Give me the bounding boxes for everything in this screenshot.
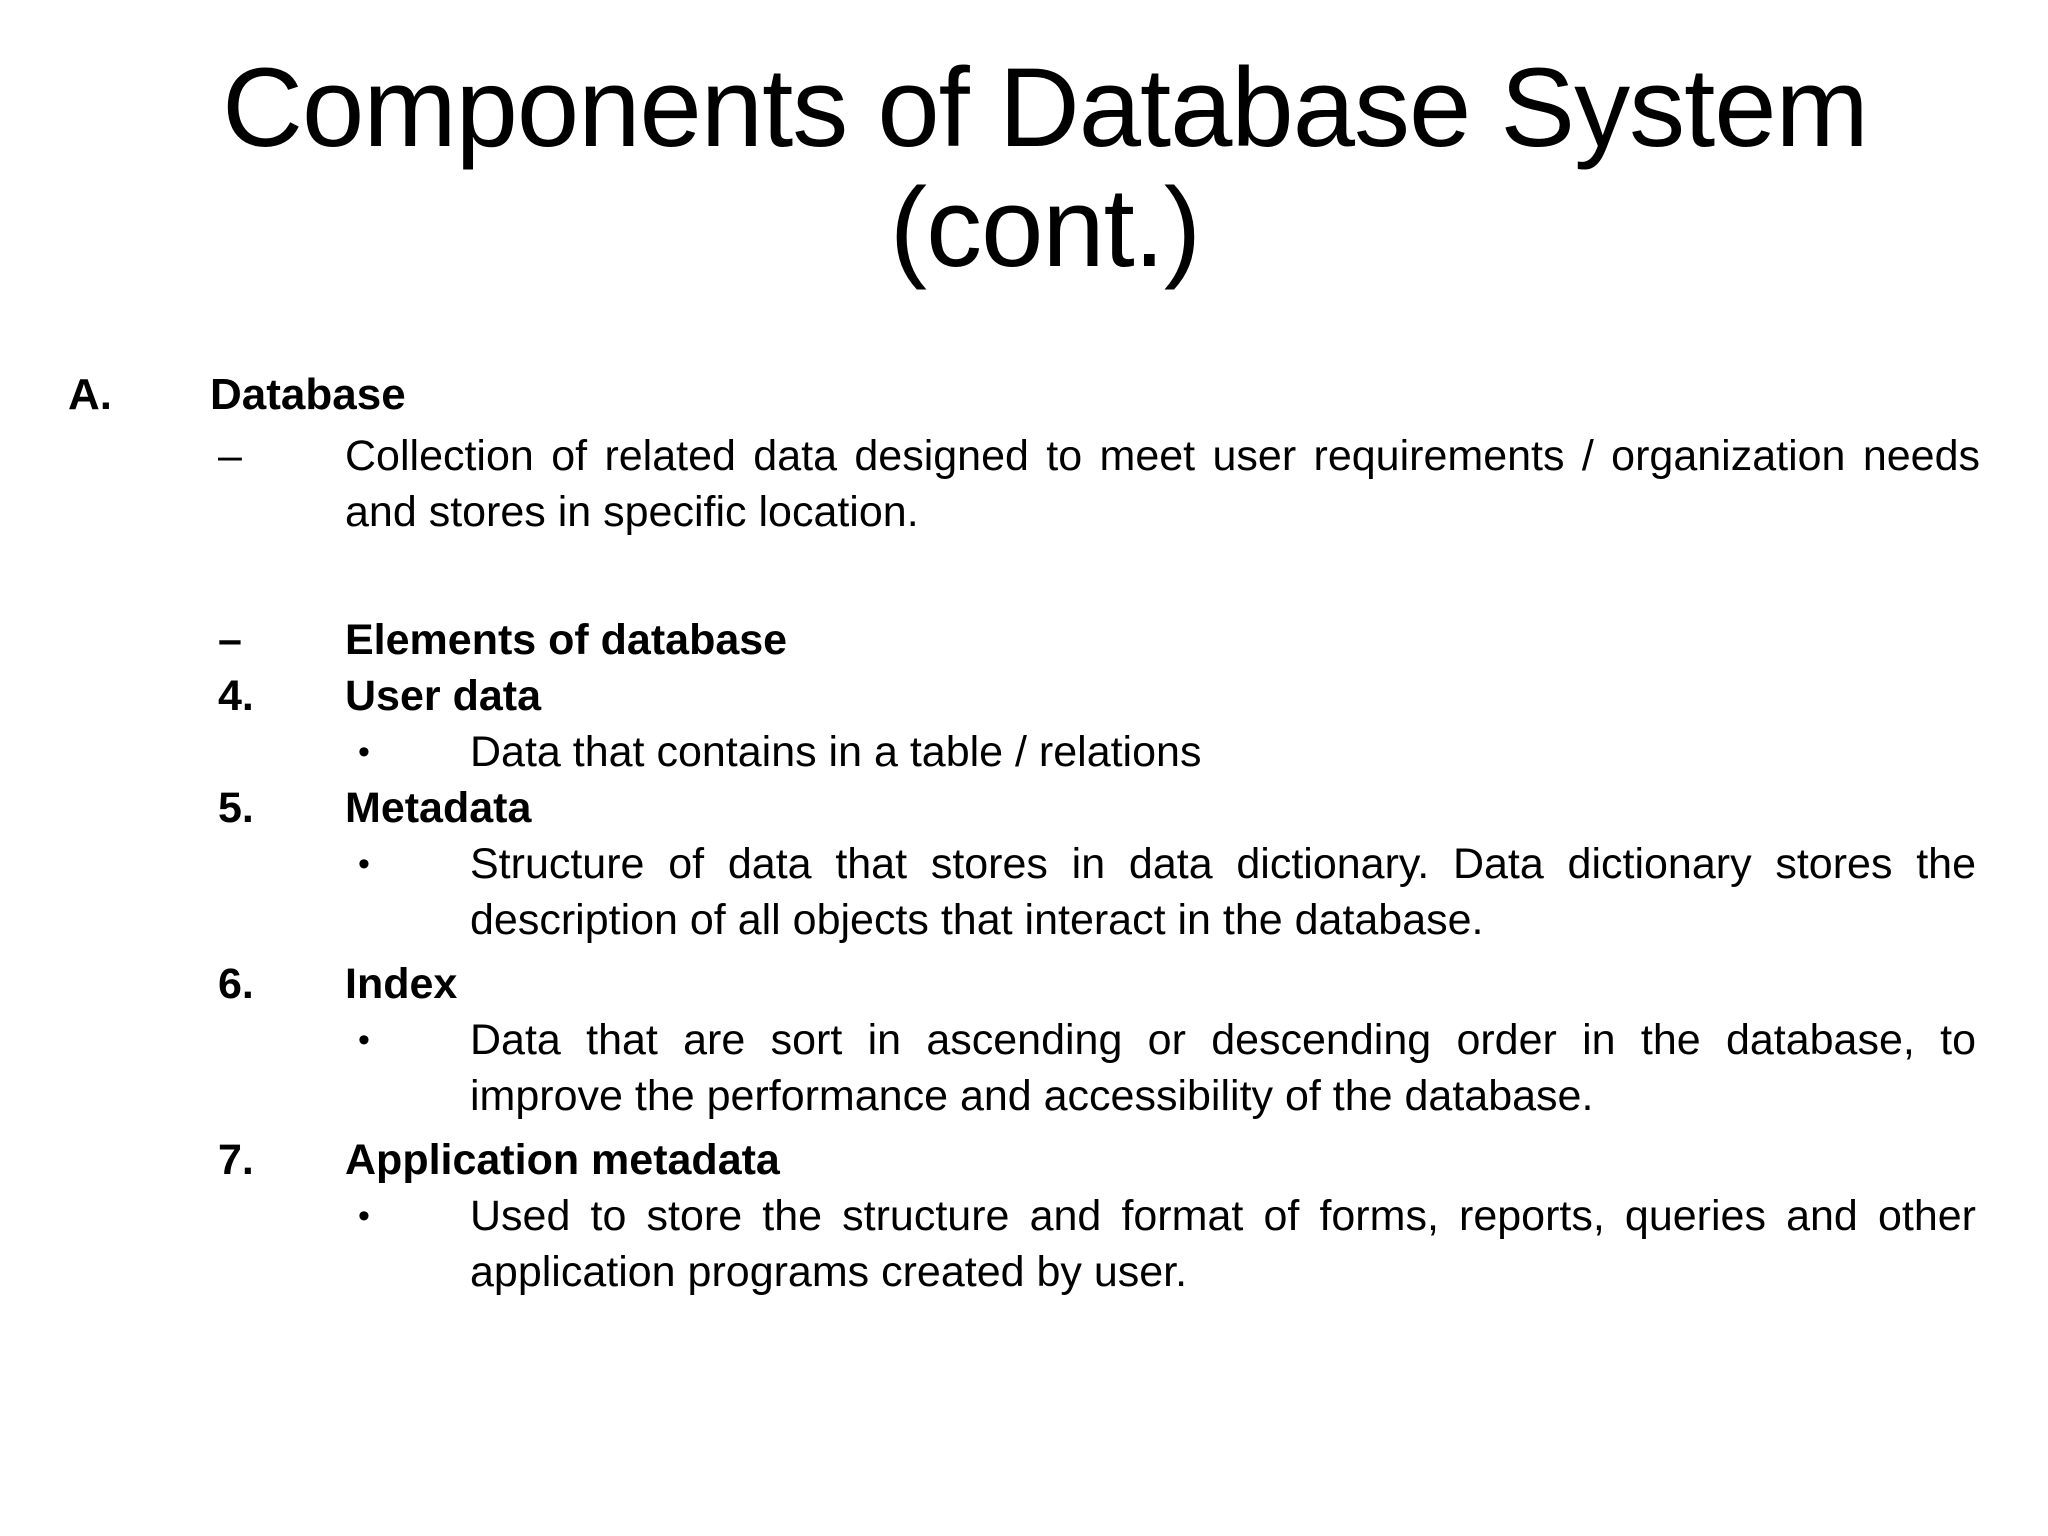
spacer bbox=[0, 540, 2048, 612]
application-metadata-detail-text: Used to store the structure and format o… bbox=[470, 1192, 1976, 1296]
sub-item-application-metadata-detail: • Used to store the structure and format… bbox=[0, 1188, 2048, 1300]
list-item-metadata: 5. Metadata bbox=[0, 780, 2048, 836]
list-number-7: 7. bbox=[218, 1136, 254, 1184]
dash-bullet-icon: – bbox=[218, 616, 242, 664]
list-item-application-metadata: 7. Application metadata bbox=[0, 1132, 2048, 1188]
elements-heading-text: Elements of database bbox=[345, 616, 788, 664]
slide-body: A. Database – Collection of related data … bbox=[0, 366, 2048, 1300]
round-bullet-icon: • bbox=[358, 1021, 370, 1059]
round-bullet-icon: • bbox=[358, 1197, 370, 1235]
index-detail-text: Data that are sort in ascending or desce… bbox=[470, 1016, 1976, 1120]
list-item-user-data: 4. User data bbox=[0, 668, 2048, 724]
application-metadata-label: Application metadata bbox=[345, 1136, 780, 1184]
list-number-5: 5. bbox=[218, 784, 254, 832]
user-data-detail-text: Data that contains in a table / relation… bbox=[470, 728, 1202, 776]
slide-title: Components of Database System (cont.) bbox=[120, 48, 1970, 288]
sub-item-metadata-detail: • Structure of data that stores in data … bbox=[0, 836, 2048, 948]
title-line-1: Components of Database System bbox=[222, 45, 1869, 170]
definition-text: Collection of related data designed to m… bbox=[345, 432, 1980, 536]
index-label: Index bbox=[345, 960, 458, 1008]
spacer bbox=[0, 1124, 2048, 1132]
sub-item-user-data-detail: • Data that contains in a table / relati… bbox=[0, 724, 2048, 780]
list-item-definition: – Collection of related data designed to… bbox=[0, 428, 2048, 540]
list-number-6: 6. bbox=[218, 960, 254, 1008]
section-marker: A. bbox=[68, 370, 112, 419]
list-item-elements-heading: – Elements of database bbox=[0, 612, 2048, 668]
metadata-detail-text: Structure of data that stores in data di… bbox=[470, 840, 1976, 944]
round-bullet-icon: • bbox=[358, 733, 370, 771]
title-line-2: (cont.) bbox=[889, 165, 1201, 290]
dash-bullet-icon: – bbox=[218, 432, 242, 480]
section-heading-database: A. Database bbox=[0, 366, 2048, 424]
spacer bbox=[0, 948, 2048, 956]
list-item-index: 6. Index bbox=[0, 956, 2048, 1012]
metadata-label: Metadata bbox=[345, 784, 532, 832]
section-label: Database bbox=[210, 370, 406, 419]
sub-item-index-detail: • Data that are sort in ascending or des… bbox=[0, 1012, 2048, 1124]
user-data-label: User data bbox=[345, 672, 541, 720]
list-number-4: 4. bbox=[218, 672, 254, 720]
round-bullet-icon: • bbox=[358, 845, 370, 883]
